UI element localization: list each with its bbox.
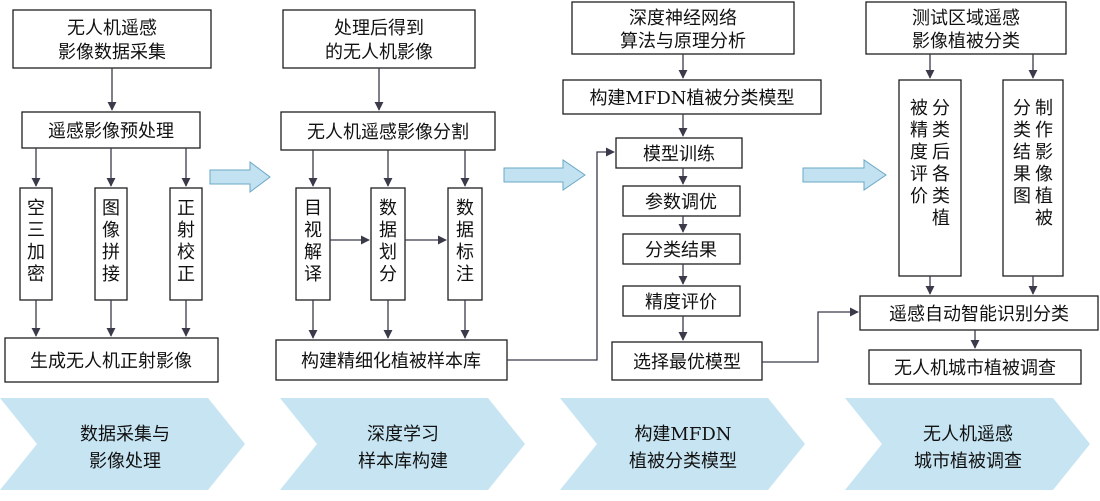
- ortho-image-box: [4, 337, 219, 383]
- stage-4-line2: 城市植被调查: [914, 451, 1022, 472]
- urban-vegetation-survey-box: [868, 349, 1082, 385]
- sample-library-label: 构建精细化植被样本库: [301, 351, 481, 372]
- arrow-stage1-to-stage2: [209, 161, 271, 193]
- processed-image-line2: 的无人机影像: [325, 42, 433, 63]
- data-annotation-box: [447, 187, 483, 301]
- select-best-model-label: 选择最优模型: [633, 352, 741, 373]
- preprocess-label: 遥感影像预处理: [48, 121, 174, 142]
- segmentation-label: 无人机遥感影像分割: [307, 122, 469, 143]
- test-area-classification-line2: 影像植被分类: [912, 31, 1020, 52]
- auto-recognition-box: [859, 295, 1099, 331]
- model-training-label: 模型训练: [643, 144, 715, 165]
- stage-1-line2: 影像处理: [89, 451, 161, 472]
- stage-chevron-1: [0, 398, 245, 490]
- column-mfdn-model: 深度神经网络 算法与原理分析 构建MFDN植被分类模型 模型训练 参数调优 分类…: [562, 1, 859, 381]
- stage-2-line2: 样本库构建: [358, 451, 448, 472]
- processed-image-line1: 处理后得到: [334, 18, 424, 39]
- ortho-image-label: 生成无人机正射影像: [30, 351, 192, 372]
- dnn-analysis-line2: 算法与原理分析: [620, 31, 746, 52]
- accuracy-eval-label: 精度评价: [645, 292, 717, 313]
- dnn-analysis-line1: 深度神经网络: [629, 8, 737, 29]
- visual-interpretation-label: 目视解译: [304, 198, 322, 285]
- stage-2-line1: 深度学习: [367, 424, 439, 445]
- dnn-analysis-box: [571, 1, 795, 55]
- stage-4-line1: 无人机遥感: [923, 424, 1013, 445]
- column-data-collection: 无人机遥感 影像数据采集 遥感影像预处理 空三加密 图像拼接 正射校正 生成无人…: [4, 9, 219, 383]
- processed-image-box: [282, 9, 476, 69]
- stage-chevron-4: [845, 398, 1090, 490]
- column-sample-library: 处理后得到 的无人机影像 无人机遥感影像分割 目视解译 数据划分 数据标注 构建…: [275, 9, 615, 381]
- uav-data-collection-line2: 影像数据采集: [58, 42, 166, 63]
- stage-banner: 数据采集与 影像处理 深度学习 样本库构建 构建MFDN 植被分类模型 无人机遥…: [0, 398, 1090, 490]
- classification-map-label: 制作影像植被分类结果图: [1013, 98, 1053, 229]
- stage-3-line1: 构建MFDN: [634, 424, 731, 445]
- classification-result-label: 分类结果: [645, 240, 717, 261]
- stage-chevron-2: [280, 398, 525, 490]
- auto-recognition-label: 遥感自动智能识别分类: [889, 304, 1069, 325]
- image-stitching-box: [94, 187, 128, 301]
- uav-data-collection-box: [12, 9, 212, 69]
- per-class-accuracy-label: 分类后各类植被精度评价: [910, 98, 950, 229]
- arrow-stage3-to-stage4: [802, 159, 887, 191]
- test-area-classification-line1: 测试区域遥感: [912, 8, 1020, 29]
- urban-vegetation-survey-label: 无人机城市植被调查: [894, 358, 1056, 379]
- build-mfdn-box: [562, 79, 822, 115]
- aerial-triangulation-label: 空三加密: [27, 198, 45, 285]
- param-tuning-label: 参数调优: [645, 192, 717, 213]
- build-mfdn-label: 构建MFDN植被分类模型: [589, 88, 794, 109]
- column-vegetation-survey: 测试区域遥感 影像植被分类 分类后各类植被精度评价 制作影像植被分类结果图 遥感…: [859, 1, 1099, 385]
- data-annotation-label: 数据标注: [456, 198, 474, 285]
- classification-map-box: [1002, 79, 1064, 277]
- ortho-rectification-label: 正射校正: [177, 198, 195, 285]
- uav-data-collection-line1: 无人机遥感: [67, 18, 157, 39]
- segmentation-box: [280, 111, 496, 151]
- test-area-classification-box: [865, 1, 1067, 55]
- param-tuning-box: [622, 185, 741, 217]
- stage-3-line2: 植被分类模型: [629, 451, 737, 472]
- data-split-label: 数据划分: [379, 198, 397, 285]
- image-stitching-label: 图像拼接: [102, 198, 120, 285]
- model-training-box: [615, 137, 743, 169]
- stage-1-line1: 数据采集与: [80, 424, 170, 445]
- arrow-stage2-to-stage3: [503, 159, 586, 191]
- data-split-box: [370, 187, 406, 301]
- accuracy-eval-box: [622, 285, 741, 317]
- select-best-model-box: [611, 341, 763, 381]
- preprocess-box: [21, 111, 201, 149]
- per-class-accuracy-box: [898, 79, 962, 277]
- classification-result-box: [622, 233, 741, 265]
- sample-library-box: [275, 339, 508, 381]
- stage-chevron-3: [560, 398, 805, 490]
